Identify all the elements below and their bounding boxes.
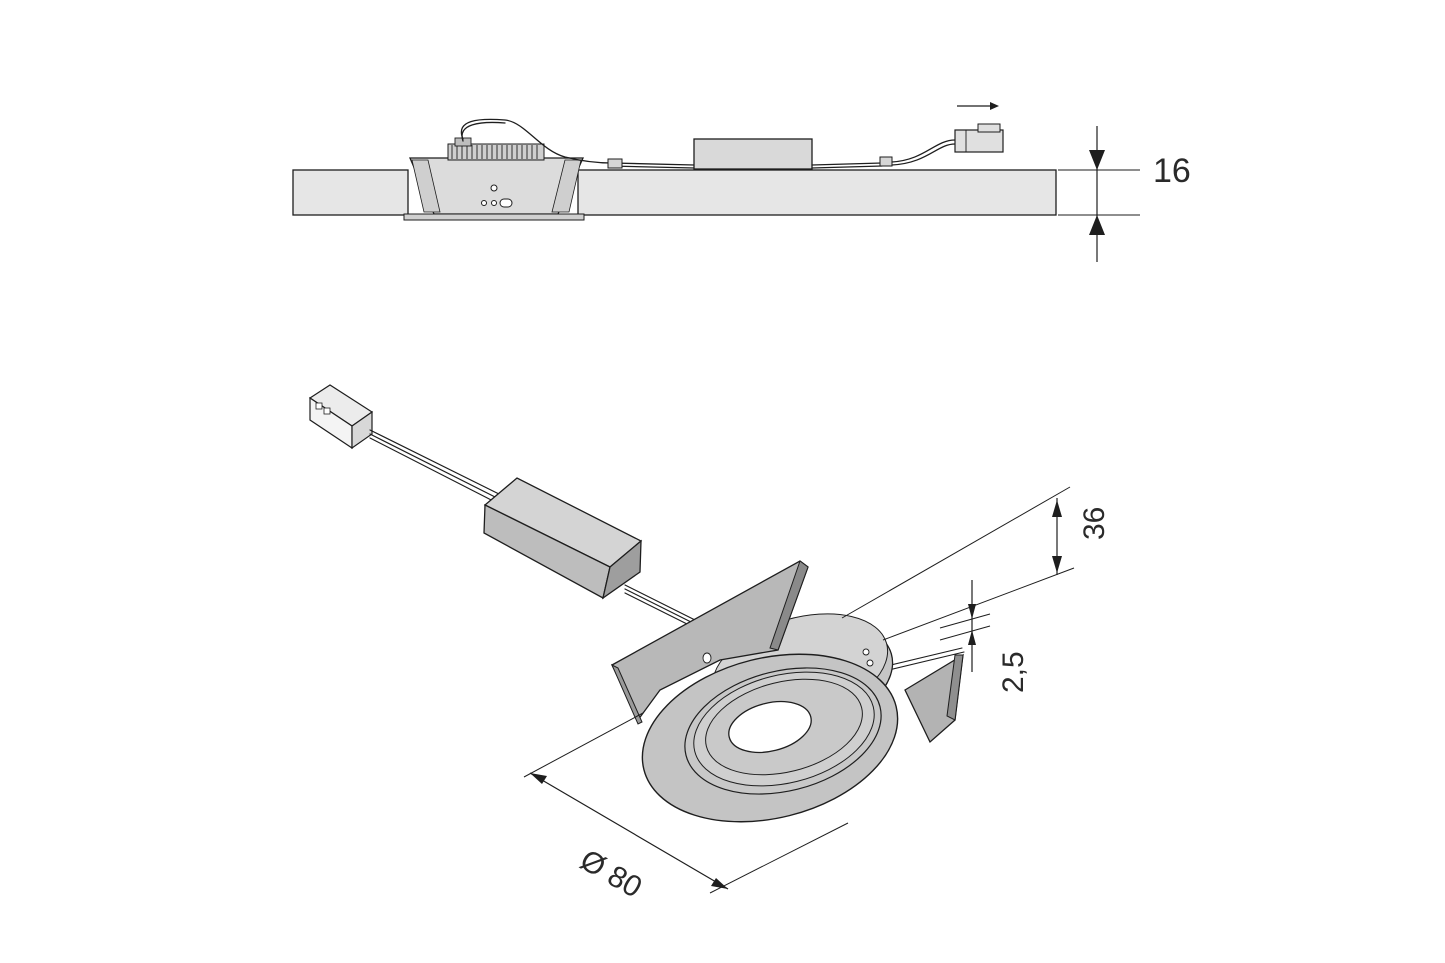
cable-clip [879,156,893,167]
dimension-label-flange: 2,5 [997,651,1030,693]
section-view: 16 [292,102,1191,262]
dimension-label-diameter: Ø 80 [575,843,648,904]
dimension-flange: 2,5 [939,580,1030,693]
dimension-thickness: 16 [1058,126,1191,262]
perspective-view: 36 2,5 Ø 80 [308,384,1111,905]
dimension-height: 36 [841,486,1111,641]
plug-connector-side [954,123,1004,153]
cable-clip [607,158,623,169]
downlight-housing [403,137,585,221]
panel-left [292,169,409,216]
spring-clip-left [610,560,809,725]
driver-box [483,477,643,600]
panel-right [577,169,1057,216]
arrow-right-icon [957,102,999,110]
light-ring [641,648,899,823]
lens [728,700,812,754]
dimension-label-height: 36 [1078,507,1111,540]
dimension-label-thickness: 16 [1153,152,1191,190]
spring-clip-right [904,653,964,744]
plug-connector [308,384,374,450]
driver-box-side [693,138,813,170]
